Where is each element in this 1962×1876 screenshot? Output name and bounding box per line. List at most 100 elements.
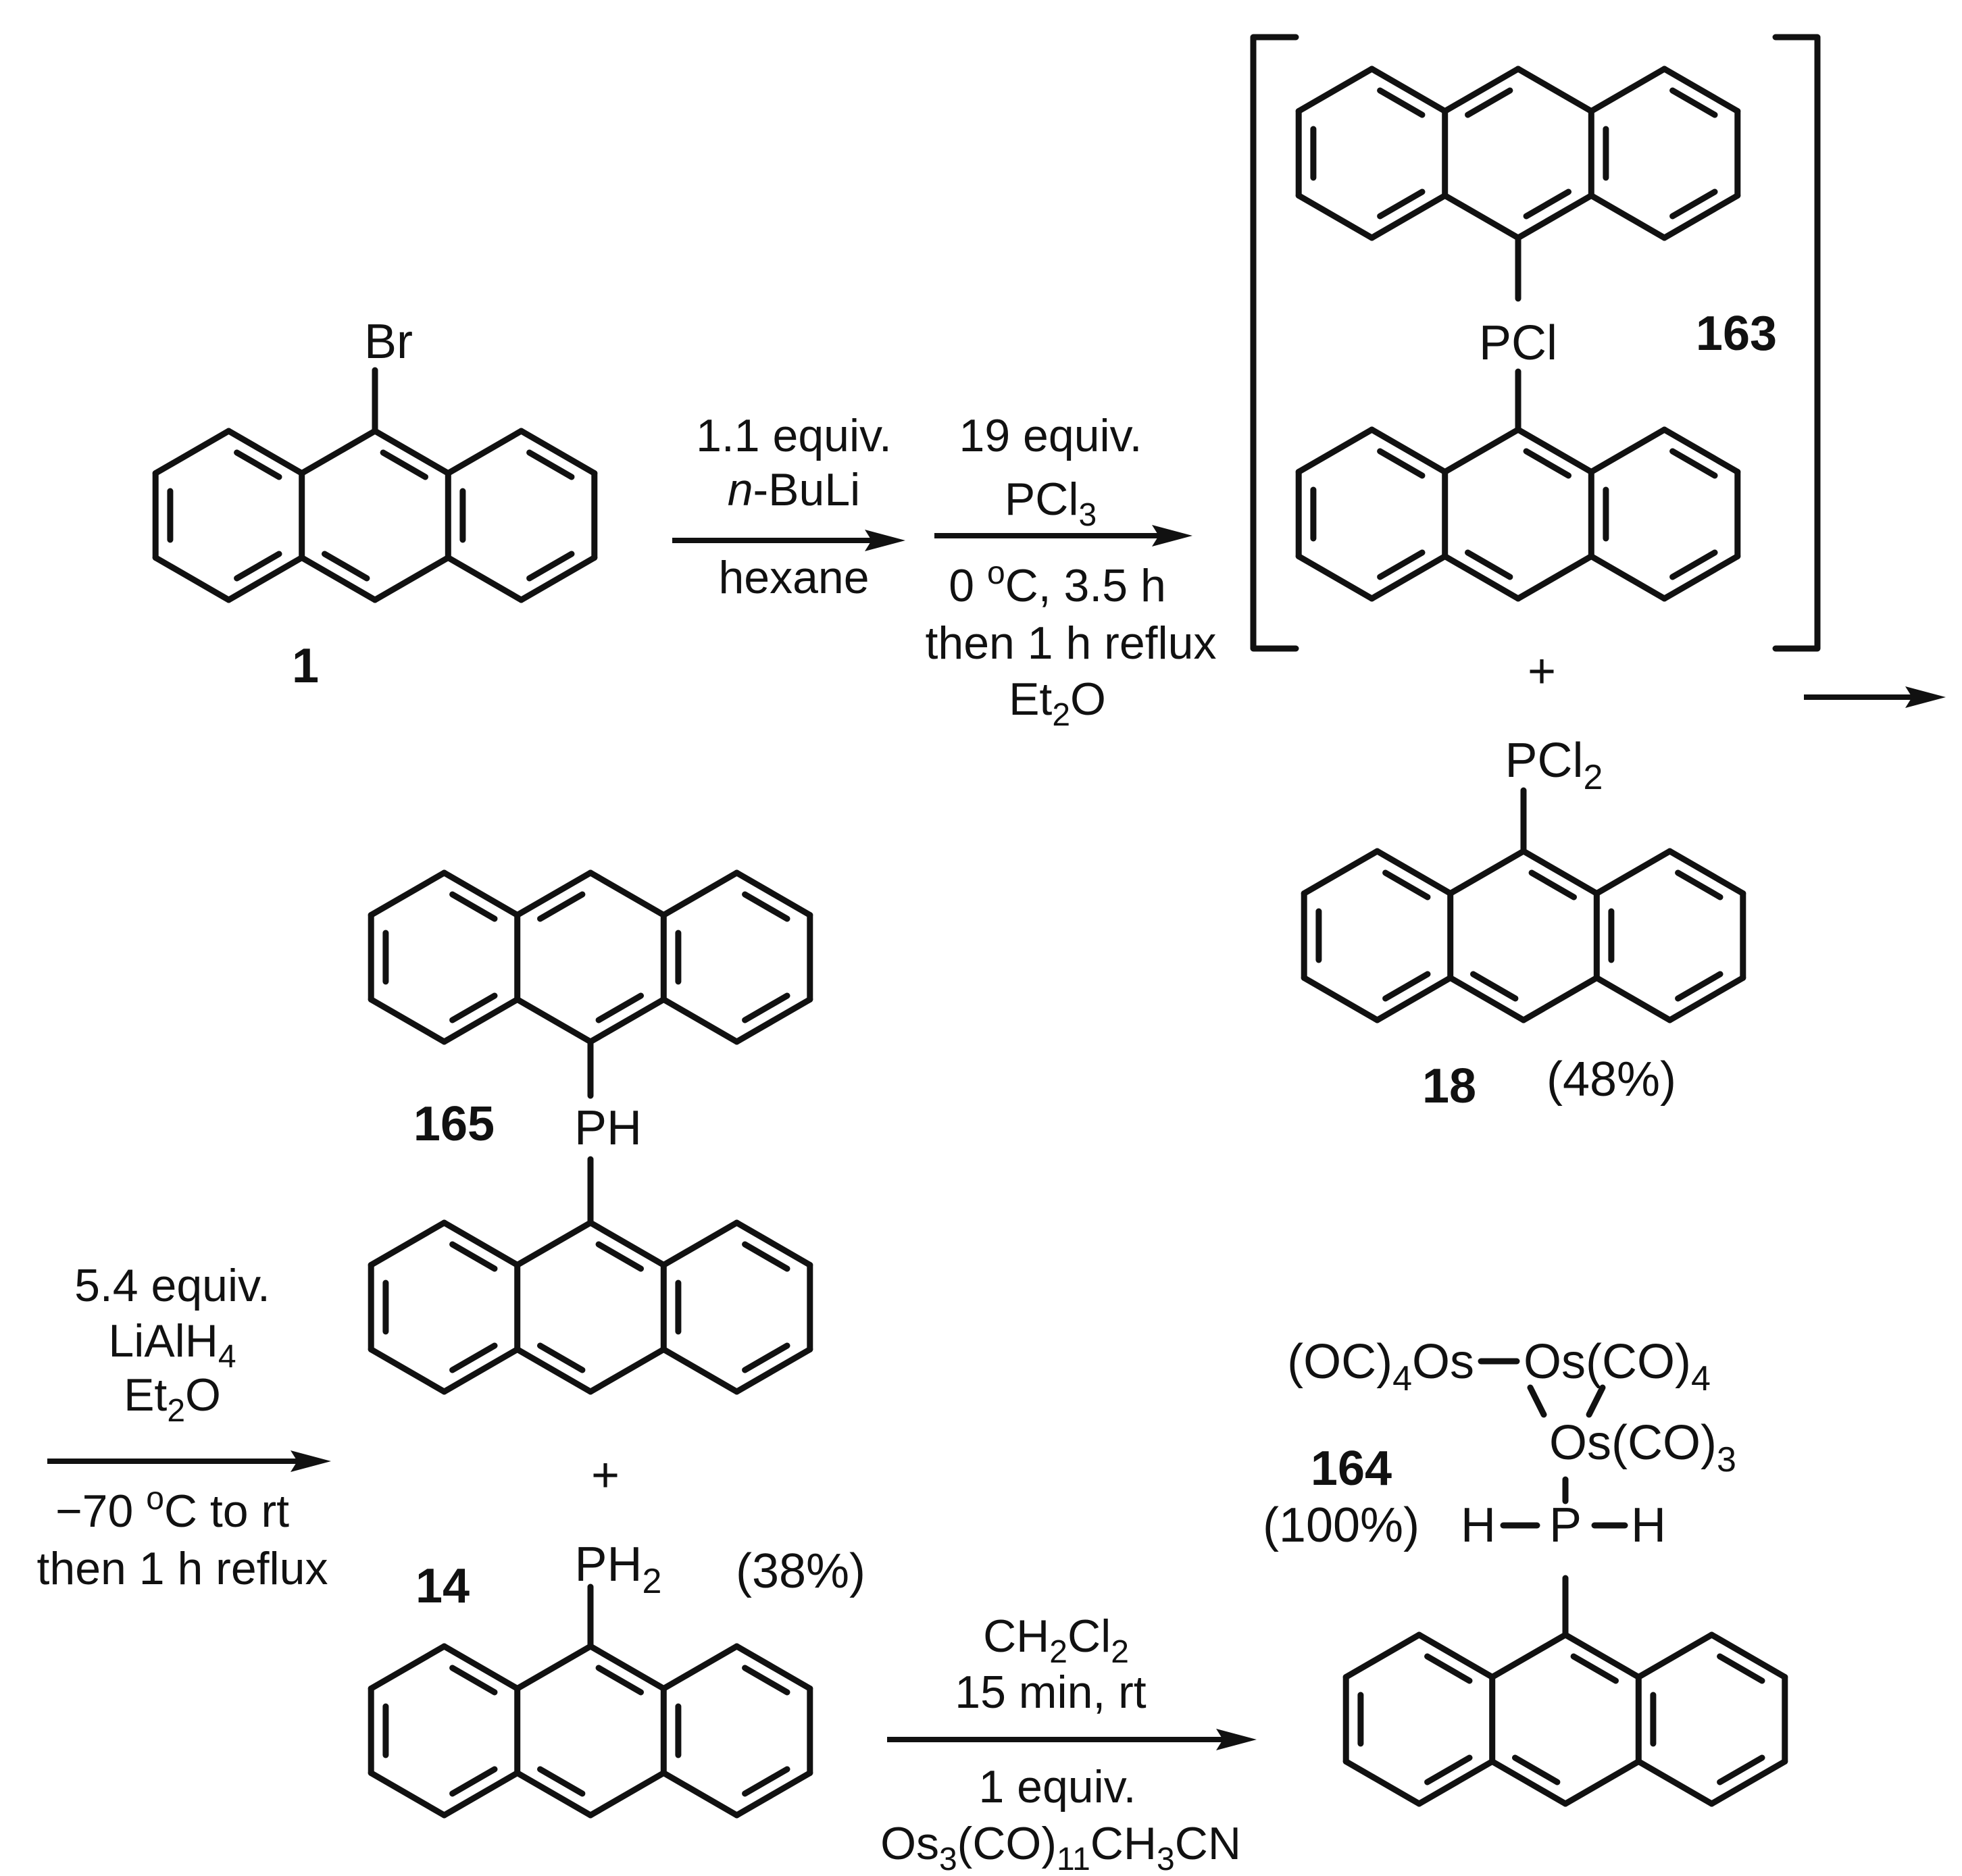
ring-bond: [734, 869, 813, 918]
ring-bond: [368, 1770, 447, 1819]
step3-reagent-amount: 5.4 equiv.: [74, 1260, 270, 1311]
ring-bond: [1661, 426, 1741, 475]
cluster-right-os: Os(CO)4: [1524, 1335, 1711, 1398]
anthracene-1: [152, 428, 598, 603]
ring-bond: [368, 1219, 447, 1268]
double-bond-line: [1377, 448, 1426, 479]
plus-sign-2: +: [591, 1448, 620, 1502]
ring-bond: [514, 869, 594, 918]
double-bond-line: [1377, 188, 1426, 220]
double-bond-line: [526, 449, 575, 480]
cluster-left-a: (OC): [1287, 1335, 1392, 1389]
step4-time: 15 min, rt: [955, 1667, 1147, 1718]
step1-reagent-prefix: n: [728, 464, 753, 515]
step2-solvent: Et2O: [1009, 674, 1106, 733]
ring-bond: [1489, 1758, 1569, 1807]
ring-bond: [226, 428, 305, 476]
phosphorus-label: P: [1549, 1498, 1582, 1552]
ring-bond: [368, 1346, 447, 1395]
double-bond-line: [595, 1665, 644, 1696]
double-bond-line: [1523, 188, 1571, 220]
double-bond-line: [1669, 448, 1718, 479]
ring-bond: [1667, 975, 1746, 1023]
ring-bond: [734, 1346, 813, 1395]
cluster-left-sub: 4: [1392, 1359, 1412, 1398]
step1-solvent: hexane: [718, 552, 869, 603]
double-bond-line: [537, 1766, 586, 1797]
reaction-arrow-3: [1804, 686, 1946, 708]
step3-degree: o: [146, 1481, 164, 1517]
step2-reagent-subscript: 3: [1078, 497, 1097, 533]
ring-bond: [1520, 848, 1600, 896]
ring-bond: [299, 555, 378, 603]
double-bond-line: [1424, 1653, 1473, 1684]
ring-bond: [1374, 848, 1454, 896]
compound-1-label: 1: [292, 639, 319, 693]
double-bond-line: [234, 551, 282, 582]
double-bond-line: [1470, 971, 1519, 1002]
step1-reagent: n-BuLi: [728, 464, 861, 515]
double-bond-line: [449, 1665, 498, 1696]
double-bond-line: [537, 891, 586, 922]
cluster-bottom-os: Os(CO)3: [1549, 1416, 1736, 1479]
double-bond-line: [1382, 869, 1431, 901]
step3-solvent-a: Et: [124, 1369, 167, 1421]
ring-bond: [660, 1219, 740, 1268]
cluster-bottom-sub: 3: [1717, 1440, 1736, 1479]
ring-bond: [441, 996, 521, 1045]
ring-bond: [660, 996, 740, 1045]
ring-bond: [1342, 1758, 1422, 1807]
step4-reagent-c: CH: [1090, 1818, 1157, 1869]
ring-bond: [587, 1346, 667, 1395]
step4-reagent-sub1: 3: [939, 1842, 957, 1876]
ring-bond: [441, 1346, 521, 1395]
step3-solvent-b: O: [185, 1369, 221, 1421]
ring-bond: [514, 1770, 594, 1819]
ring-bond: [1369, 66, 1449, 114]
double-bond-line: [1717, 1653, 1765, 1684]
step3-temp-rest: C to rt: [164, 1486, 289, 1537]
double-bond-line: [1523, 448, 1571, 479]
ring-bond: [1635, 1631, 1715, 1680]
compound-18-yield: (48%): [1546, 1053, 1676, 1107]
ph-label: PH: [574, 1101, 642, 1155]
double-bond-line: [1377, 549, 1426, 580]
double-bond-line: [537, 1342, 586, 1373]
ring-bond: [445, 428, 524, 476]
double-bond-line: [1669, 549, 1718, 580]
step3-solvent-sub: 2: [167, 1393, 185, 1429]
ring-bond: [734, 1643, 813, 1692]
step4-reagent-sub2: 11: [1057, 1842, 1090, 1876]
double-bond-line: [595, 992, 644, 1023]
ring-bond: [1447, 848, 1527, 896]
double-bond-line: [1512, 1754, 1561, 1785]
double-bond-line: [449, 1241, 498, 1272]
step1-reagent-amount: 1.1 equiv.: [696, 410, 892, 461]
ring-bond: [587, 996, 667, 1045]
ring-bond: [1635, 1758, 1715, 1807]
ring-bond: [1588, 193, 1667, 241]
ring-bond: [1588, 426, 1667, 475]
ph2-label: PH2: [575, 1538, 662, 1601]
ring-bond: [1588, 66, 1667, 114]
double-bond-line: [1528, 869, 1577, 901]
ring-bond: [1369, 426, 1449, 475]
ring-bond: [587, 1770, 667, 1819]
os-os-bond-right: [1586, 1384, 1606, 1418]
double-bond-line: [1717, 1754, 1765, 1785]
double-bond-line: [742, 891, 790, 922]
anthracene-18: [1301, 848, 1746, 1023]
ring-bond: [1369, 193, 1449, 241]
double-bond-line: [1465, 549, 1513, 580]
ring-bond: [1295, 426, 1375, 475]
ring-bond: [368, 996, 447, 1045]
ring-bond: [1667, 848, 1746, 896]
step2-solvent-b: O: [1070, 674, 1106, 725]
ring-bond: [441, 869, 521, 918]
ring-bond: [1709, 1758, 1788, 1807]
double-bond-line: [1675, 869, 1724, 901]
ring-bond: [226, 555, 305, 603]
step2-solvent-a: Et: [1009, 674, 1052, 725]
double-bond-line: [449, 891, 498, 922]
